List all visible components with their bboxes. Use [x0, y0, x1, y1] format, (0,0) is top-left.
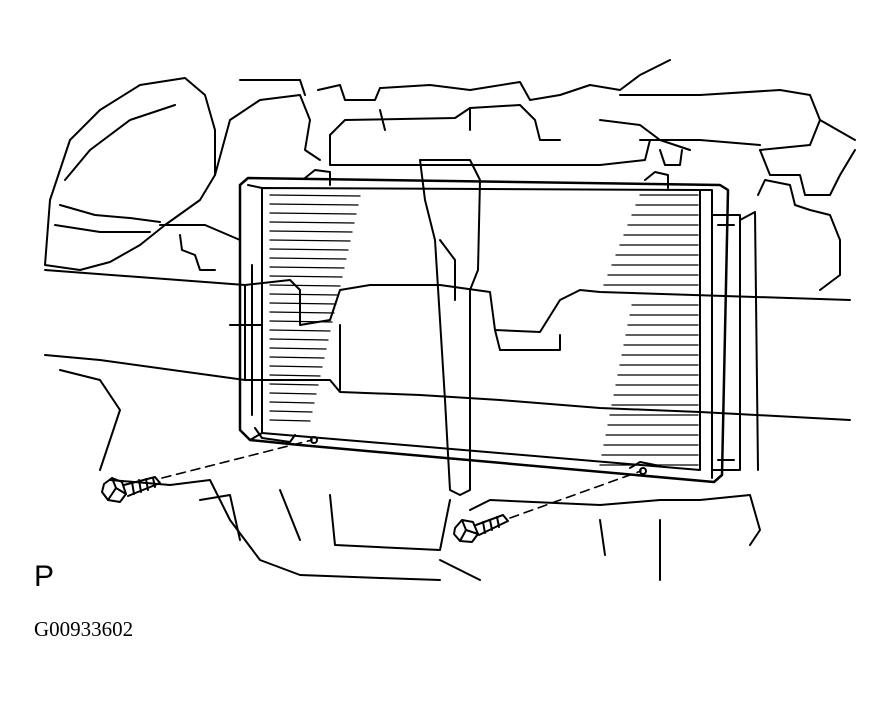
condenser-unit [238, 149, 730, 496]
bolt-left [101, 476, 161, 503]
condenser-fins-left [269, 194, 361, 422]
bumper-reinforcement [44, 269, 851, 421]
view-label: P [34, 560, 55, 593]
lower-crossmember [59, 369, 761, 581]
radiator-support [711, 179, 841, 471]
bolt-right [453, 514, 509, 543]
guide-line-left [161, 439, 313, 479]
engine-bay-outline [44, 59, 856, 271]
guide-line-right [509, 470, 642, 519]
figure-code: G00933602 [34, 617, 134, 641]
bolt-guide-lines [161, 439, 642, 519]
condenser-fins-right [599, 194, 699, 466]
